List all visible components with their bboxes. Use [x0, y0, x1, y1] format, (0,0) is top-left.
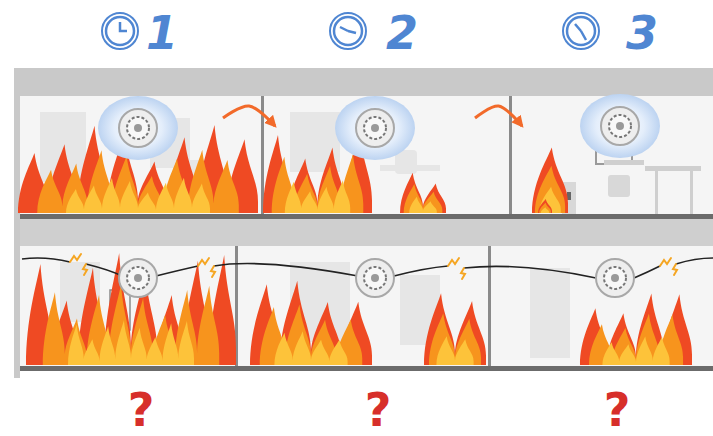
step-number: 2 — [386, 10, 418, 56]
smoke-alarm — [119, 109, 157, 147]
flame — [538, 199, 552, 213]
step-number: 3 — [626, 10, 658, 56]
room-box: ? — [245, 290, 483, 360]
smoke-alarm — [356, 259, 394, 297]
flame — [285, 180, 350, 213]
flame — [539, 203, 551, 213]
room-box: 1 — [30, 118, 245, 210]
smoke-alarm — [601, 107, 639, 145]
flame — [68, 320, 194, 365]
flame — [436, 336, 473, 365]
flame — [250, 281, 372, 365]
room-box: 2 — [275, 118, 497, 210]
question-mark: ? — [365, 387, 392, 433]
room-box: ? — [497, 290, 700, 360]
smoke-alarm — [119, 259, 157, 297]
flame — [589, 313, 683, 365]
room-box: 3 — [522, 118, 698, 210]
flame — [260, 304, 362, 365]
flame — [400, 173, 446, 213]
flame — [541, 207, 549, 213]
flames — [18, 125, 692, 365]
question-mark: ? — [128, 387, 155, 433]
smoke-alarm — [356, 109, 394, 147]
flame — [424, 293, 486, 365]
question-mark: ? — [604, 387, 631, 433]
flame — [532, 147, 568, 213]
wireless-smoke-alarm — [98, 94, 660, 160]
flame — [274, 331, 347, 365]
flame — [429, 313, 481, 365]
flame — [602, 336, 669, 365]
flame — [26, 253, 236, 365]
flame — [535, 166, 565, 213]
flame — [580, 293, 692, 365]
flame — [409, 197, 437, 213]
flame — [272, 154, 364, 213]
flame — [404, 184, 443, 213]
flame — [66, 178, 210, 213]
flow-arrow — [223, 106, 275, 126]
step-number: 1 — [146, 10, 178, 56]
flow-arrow — [475, 106, 522, 126]
smoke-alarm — [596, 259, 634, 297]
building-frame — [14, 68, 713, 378]
smoke-alarm — [119, 107, 639, 297]
room-box: ? — [30, 290, 230, 360]
